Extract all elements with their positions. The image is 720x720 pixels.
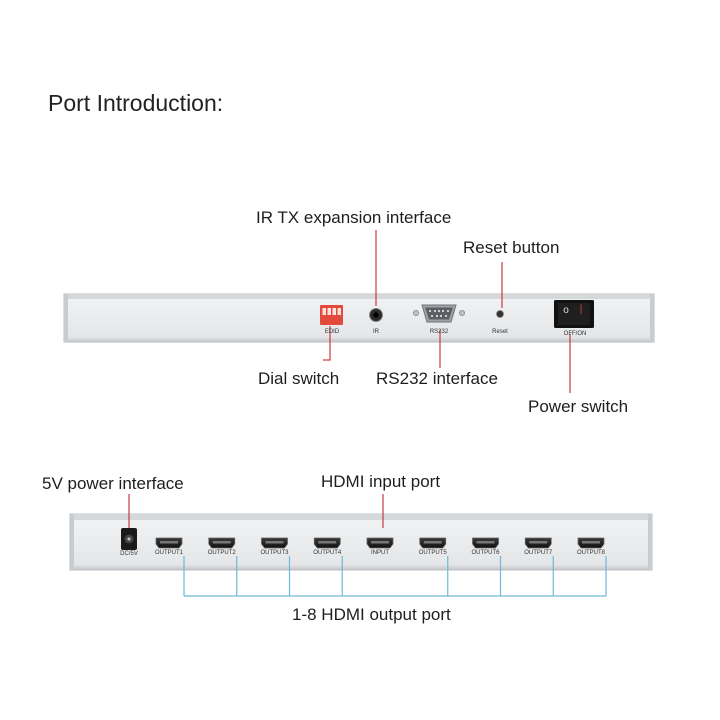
hdmi-port-contacts (582, 541, 600, 544)
port-label-dc: DC/5V (120, 551, 138, 557)
dial-switch (320, 305, 343, 325)
callout-power-switch: Power switch (528, 397, 629, 416)
hdmi-port-contacts (318, 541, 337, 544)
port-label-output4: OUTPUT4 (313, 550, 342, 556)
callout-ir-tx: IR TX expansion interface (256, 208, 452, 227)
callout-hdmi-input: HDMI input port (321, 472, 441, 491)
port-label-ir: IR (373, 329, 379, 335)
rear-callout-lines (128, 494, 384, 528)
port-label-output8: OUTPUT8 (576, 550, 605, 556)
port-label-output6: OUTPUT6 (471, 550, 500, 556)
port-label-output5: OUTPUT5 (418, 550, 447, 556)
front-callout-lines (323, 230, 571, 393)
hdmi-port-contacts (212, 541, 231, 544)
port-label-off-on: OFF/ON (563, 331, 587, 337)
hdmi-port-contacts (371, 541, 389, 544)
ir-jack (369, 308, 383, 322)
callout-hdmi-outputs: 1-8 HDMI output port (292, 605, 451, 624)
rs232-connector (412, 304, 465, 323)
hdmi-port-contacts (529, 541, 548, 544)
hdmi-ports (155, 537, 605, 549)
reset-button-hole (495, 309, 504, 318)
callout-reset: Reset button (463, 238, 560, 257)
hdmi-port-contacts (423, 541, 442, 544)
port-label-output3: OUTPUT3 (260, 550, 289, 556)
port-label-output1: OUTPUT1 (154, 550, 183, 556)
port-label-rs232: RS232 (429, 329, 449, 335)
port-label-edid: EDID (324, 329, 340, 335)
port-label-output7: OUTPUT7 (524, 550, 553, 556)
page-title: Port Introduction: (48, 90, 224, 116)
hdmi-port-contacts (265, 541, 284, 544)
callout-dial-switch: Dial switch (258, 369, 340, 388)
port-label-input: INPUT (371, 550, 389, 556)
dc-power-jack (121, 528, 137, 550)
hdmi-port-contacts (160, 541, 178, 544)
switch-on-symbol: | (579, 304, 583, 315)
power-rocker-switch (554, 300, 594, 328)
switch-off-symbol: o (563, 305, 569, 316)
callout-rs232: RS232 interface (376, 369, 498, 388)
hdmi-port-contacts (476, 541, 495, 544)
output-bracket (183, 556, 607, 597)
callout-5v-power: 5V power interface (42, 474, 184, 493)
port-label-output2: OUTPUT2 (207, 550, 236, 556)
port-label-reset: Reset (492, 329, 508, 335)
